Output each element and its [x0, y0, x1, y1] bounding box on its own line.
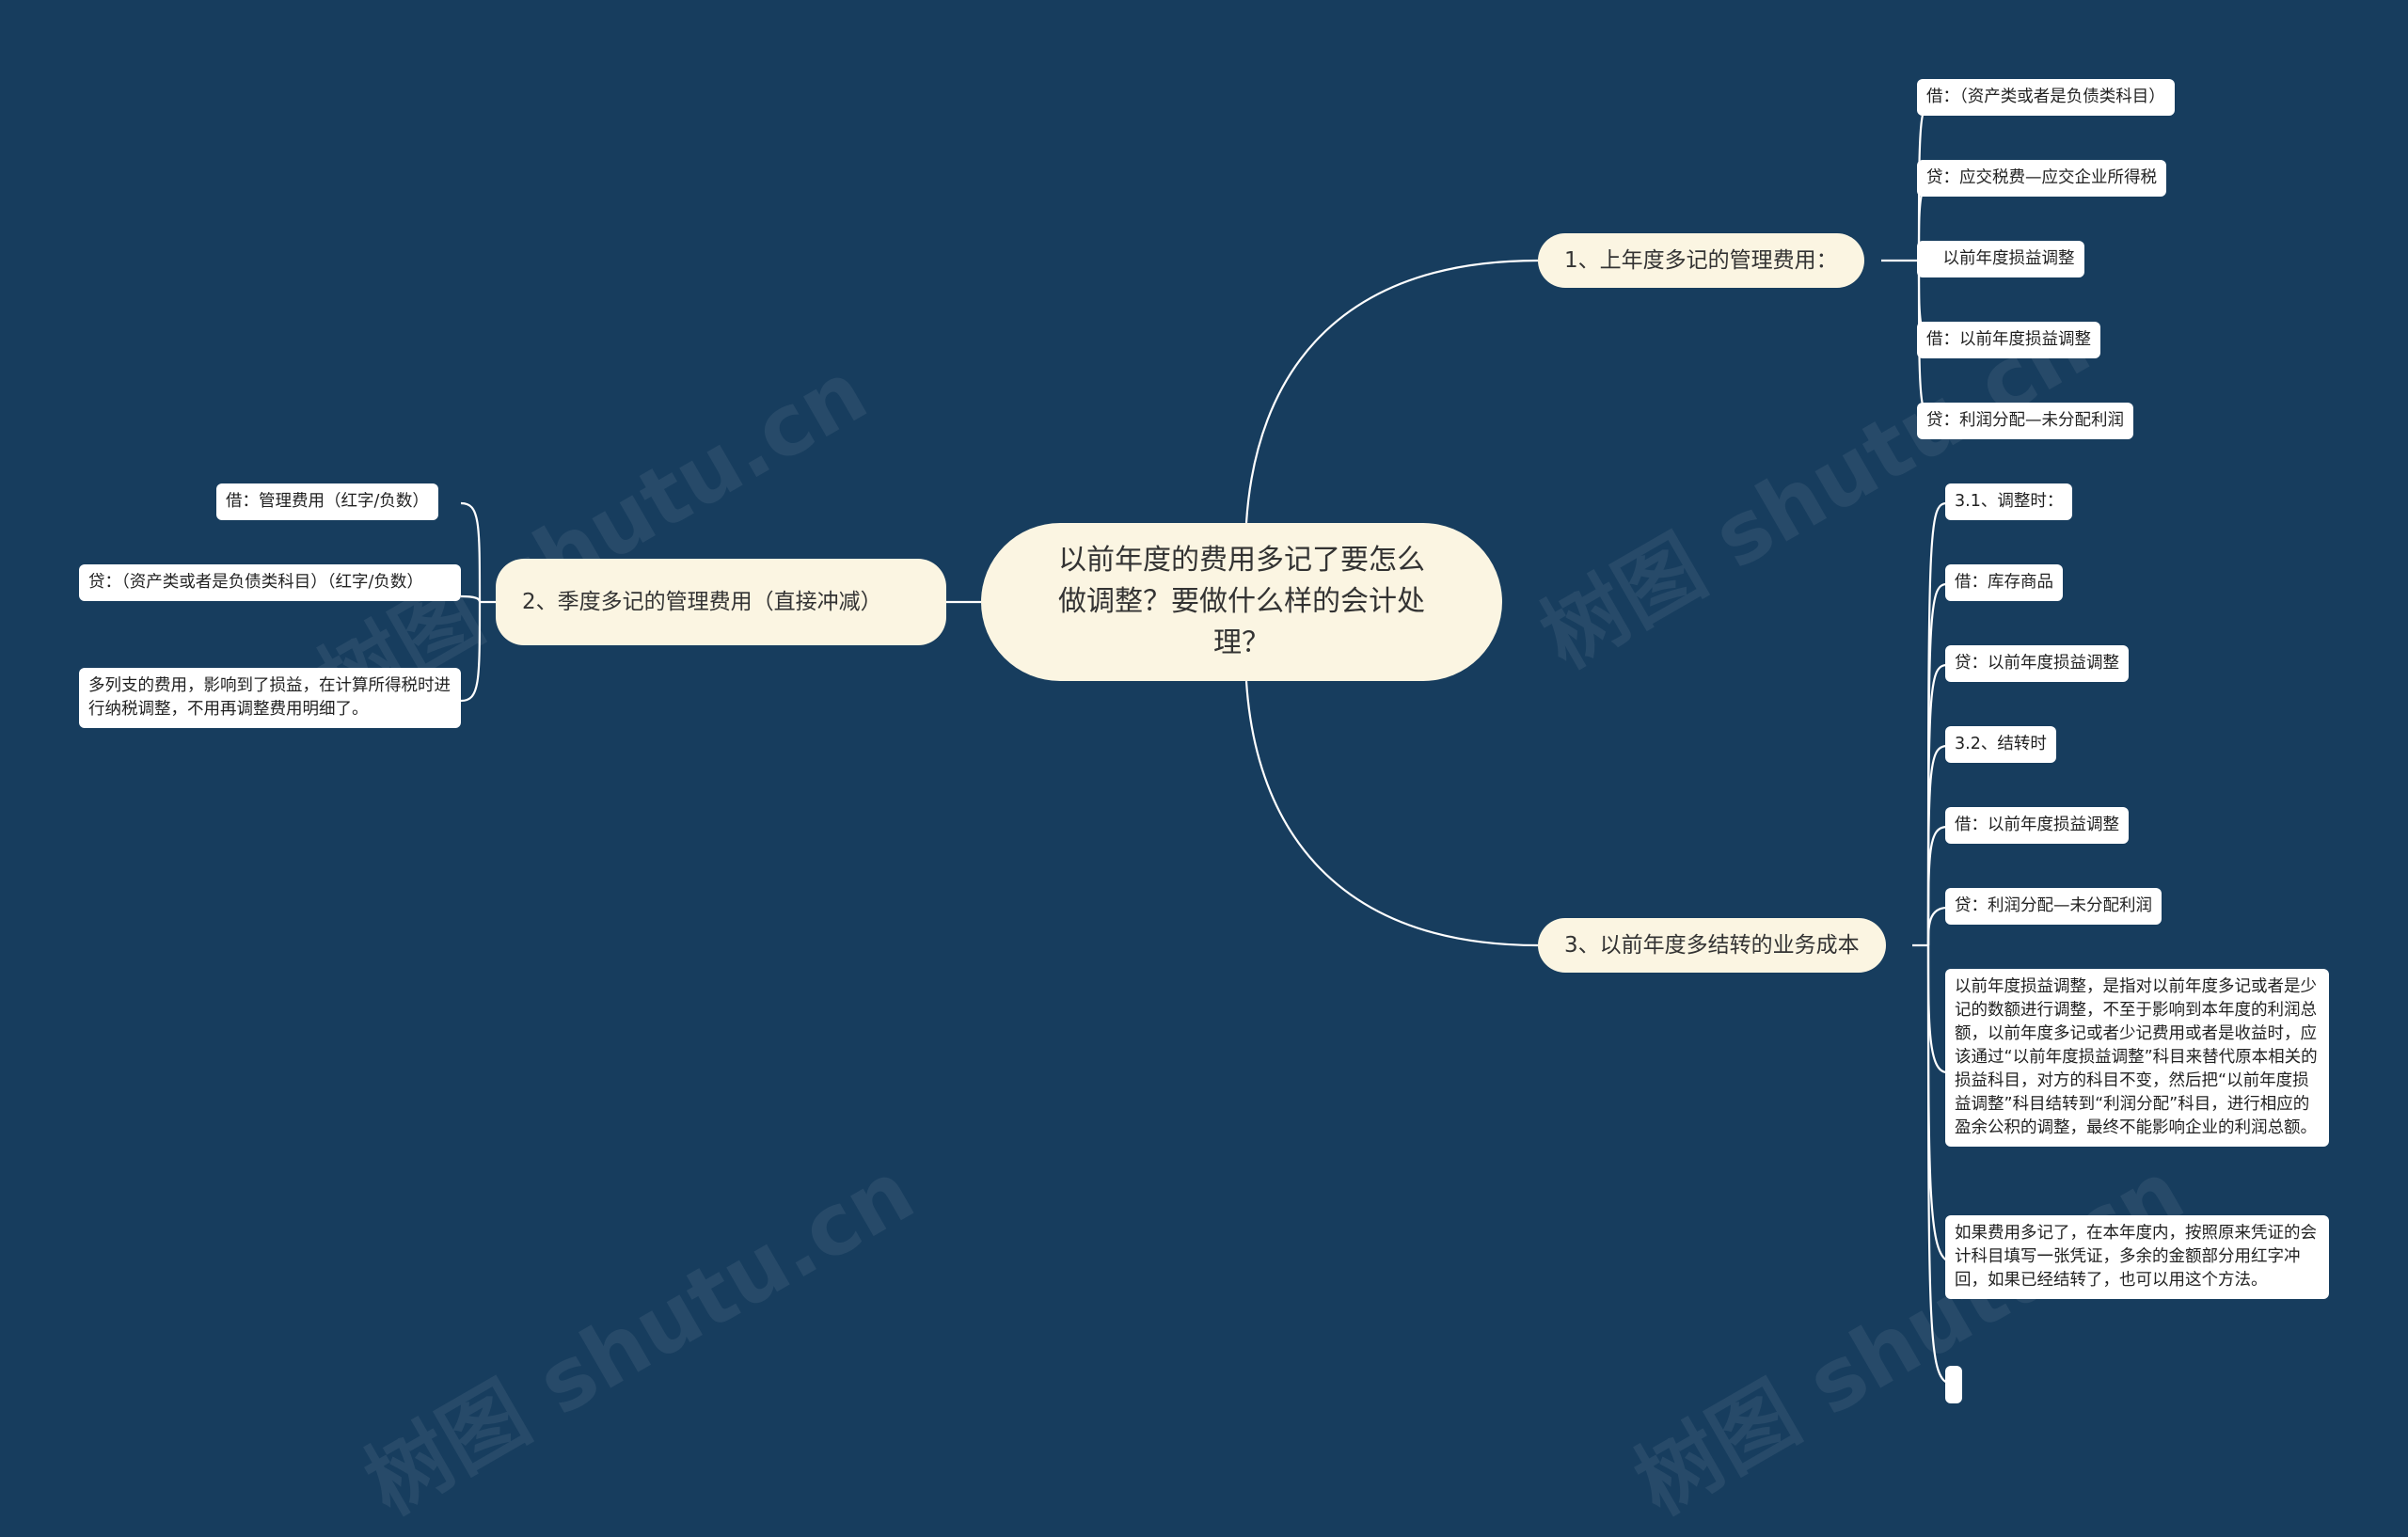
branch-3-leaf[interactable]: 3.1、调整时： [1945, 483, 2073, 520]
branch-3-leaf[interactable]: 贷：以前年度损益调整 [1945, 645, 2129, 682]
link-center-b3 [1244, 680, 1539, 947]
branch-3-leaf[interactable]: 贷：利润分配—未分配利润 [1945, 888, 2162, 925]
branch-3-leaf[interactable]: 以前年度损益调整，是指对以前年度多记或者是少记的数额进行调整，不至于影响到本年度… [1945, 969, 2329, 1147]
branch-1-node[interactable]: 1、上年度多记的管理费用： [1538, 233, 1864, 288]
link-b3-l0 [1926, 501, 1948, 946]
branch-1-leaf[interactable]: 借：（资产类或者是负债类科目） [1917, 79, 2175, 116]
link-b3-l4 [1926, 825, 1948, 946]
link-b3-l8 [1926, 944, 1948, 1384]
link-b3-l7 [1926, 944, 1948, 1261]
mindmap-canvas: 树图 shutu.cn 树图 shutu.cn 树图 shutu.cn 树图 s… [79, 79, 2329, 1534]
link-b3-l1 [1926, 582, 1948, 946]
branch-1-leaf[interactable]: 以前年度损益调整 [1917, 241, 2084, 277]
branch-2-leaf[interactable]: 多列支的费用，影响到了损益，在计算所得税时进行纳税调整，不用再调整费用明细了。 [79, 668, 461, 728]
branch-1-leaf[interactable]: 贷：应交税费—应交企业所得税 [1917, 160, 2166, 197]
branch-3-leaf[interactable]: 借：以前年度损益调整 [1945, 807, 2129, 844]
branch-3-label: 3、以前年度多结转的业务成本 [1564, 933, 1860, 958]
link-b3-l2 [1926, 663, 1948, 946]
branch-2-leaf[interactable]: 借：管理费用（红字/负数） [216, 483, 438, 520]
branch-1-label: 1、上年度多记的管理费用： [1564, 248, 1838, 273]
branch-2-leaf[interactable]: 贷：（资产类或者是负债类科目）（红字/负数） [79, 564, 461, 601]
central-topic-label: 以前年度的费用多记了要怎么做调整？要做什么样的会计处理？ [1058, 544, 1425, 659]
link-center-b1 [1244, 259, 1539, 524]
link-b2-l2 [460, 601, 482, 703]
link-b2-l1 [460, 594, 482, 603]
link-b3-l6 [1926, 944, 1948, 1074]
branch-2-node[interactable]: 2、季度多记的管理费用（直接冲减） [496, 559, 946, 645]
central-topic[interactable]: 以前年度的费用多记了要怎么做调整？要做什么样的会计处理？ [981, 523, 1502, 681]
link-b3-l5 [1926, 906, 1948, 946]
branch-2-label: 2、季度多记的管理费用（直接冲减） [522, 590, 882, 614]
branch-3-leaf[interactable]: 如果费用多记了，在本年度内，按照原来凭证的会计科目填写一张凭证，多余的金额部分用… [1945, 1215, 2329, 1299]
branch-1-leaf[interactable]: 贷：利润分配—未分配利润 [1917, 403, 2133, 439]
link-b2-l0 [460, 501, 482, 603]
branch-1-leaf[interactable]: 借：以前年度损益调整 [1917, 322, 2100, 358]
branch-3-leaf[interactable]: 借：库存商品 [1945, 564, 2063, 601]
branch-3-leaf-empty[interactable] [1945, 1366, 1962, 1403]
branch-3-node[interactable]: 3、以前年度多结转的业务成本 [1538, 918, 1886, 973]
branch-3-leaf[interactable]: 3.2、结转时 [1945, 726, 2056, 763]
